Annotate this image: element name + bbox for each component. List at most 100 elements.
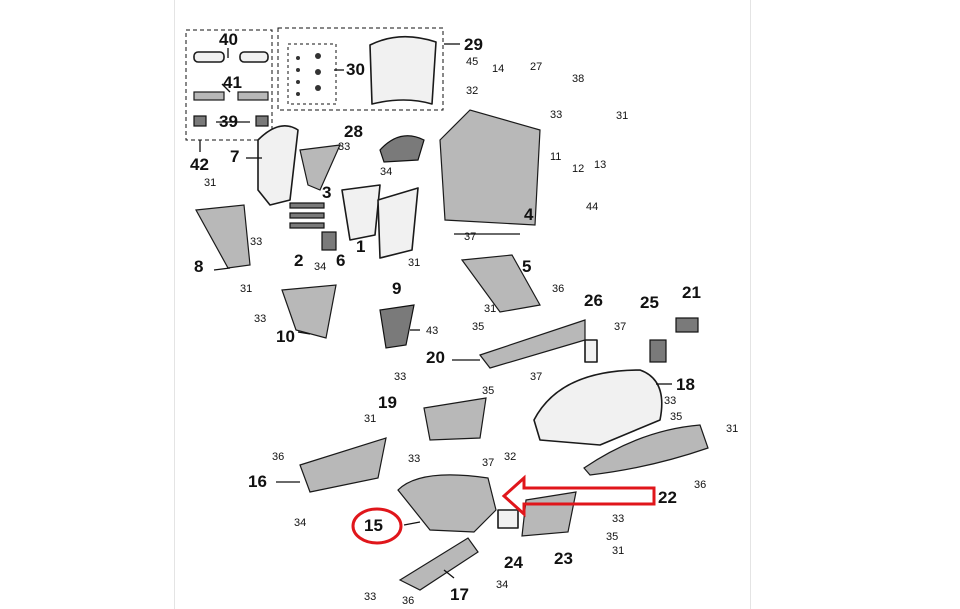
part-19-inner-cover [423, 397, 487, 441]
part-43-duct [379, 304, 415, 349]
label-37b: 37 [614, 321, 626, 333]
part-28-upper-cover [379, 135, 425, 163]
label-4: 4 [524, 205, 534, 224]
part-1-inner-panel [341, 184, 381, 241]
label-35c: 35 [670, 411, 682, 423]
label-31c: 31 [408, 257, 420, 269]
label-28: 28 [344, 122, 363, 141]
label-29: 29 [464, 35, 483, 54]
label-1: 1 [356, 237, 365, 256]
label-36c: 36 [694, 479, 706, 491]
label-33d: 33 [254, 313, 266, 325]
label-18: 18 [676, 375, 695, 394]
label-7: 7 [230, 147, 239, 166]
label-42: 42 [190, 155, 209, 174]
part-26-clip [584, 339, 598, 363]
label-31a: 31 [616, 110, 628, 122]
part-22-rear-cover [583, 424, 709, 476]
label-20: 20 [426, 348, 445, 367]
fastener-numbers: 45 14 27 38 32 33 31 33 34 31 11 12 13 4… [204, 56, 738, 607]
part-29-windscreen [369, 35, 437, 105]
highlight-circle [351, 507, 403, 545]
label-25: 25 [640, 293, 659, 312]
label-43: 43 [426, 325, 438, 337]
part-15-floor-panel [397, 474, 497, 533]
label-37a: 37 [464, 231, 476, 243]
part-9-side-panel [377, 187, 419, 259]
part-24-cap [497, 509, 519, 529]
highlight-arrow [501, 474, 656, 518]
label-38: 38 [572, 73, 584, 85]
label-36b: 36 [272, 451, 284, 463]
part-41-reflectors [193, 91, 269, 101]
inset-box-42 [185, 29, 273, 141]
label-19: 19 [378, 393, 397, 412]
inset-box-30 [287, 43, 337, 105]
part-21-cap [675, 317, 699, 333]
label-13: 13 [594, 159, 606, 171]
label-31f: 31 [726, 423, 738, 435]
label-32a: 32 [466, 85, 478, 97]
part-10-lower-panel [281, 284, 337, 339]
label-39: 39 [219, 112, 238, 131]
label-15: 15 [364, 516, 383, 535]
part-18-underseat-box [533, 369, 663, 446]
part-20-floor-cover [479, 319, 586, 369]
label-33g: 33 [408, 453, 420, 465]
label-37c: 37 [530, 371, 542, 383]
label-33e: 33 [394, 371, 406, 383]
label-37d: 37 [482, 457, 494, 469]
label-11: 11 [550, 151, 561, 163]
part-16-footrest [299, 437, 387, 493]
label-9: 9 [392, 279, 401, 298]
label-30: 30 [346, 60, 365, 79]
label-31e: 31 [484, 303, 496, 315]
label-23: 23 [554, 549, 573, 568]
label-12: 12 [572, 163, 584, 175]
label-16: 16 [248, 472, 267, 491]
label-40: 40 [219, 30, 238, 49]
label-34a: 34 [380, 166, 392, 178]
label-35a: 35 [472, 321, 484, 333]
part-23-side-cover [521, 491, 577, 537]
label-33c: 33 [250, 236, 262, 248]
part-8-side-fairing [195, 204, 251, 269]
label-44: 44 [586, 201, 598, 213]
part-5-glovebox [460, 254, 541, 313]
label-41: 41 [223, 73, 242, 92]
part-2-grille [289, 202, 325, 229]
label-33h: 33 [612, 513, 624, 525]
inset-box-29 [277, 27, 444, 111]
label-33f: 33 [664, 395, 676, 407]
part-numbers: 40 41 39 42 29 30 28 7 3 1 2 6 8 9 5 4 1… [190, 30, 701, 604]
label-34b: 34 [314, 261, 326, 273]
part-40-lenses [193, 51, 269, 63]
part-30-screw-set [296, 53, 321, 96]
label-31h: 31 [612, 545, 624, 557]
label-5: 5 [522, 257, 531, 276]
label-45: 45 [466, 56, 478, 68]
label-8: 8 [194, 257, 203, 276]
part-17-undercover [398, 537, 479, 591]
label-33b: 33 [338, 141, 350, 153]
label-3: 3 [322, 183, 331, 202]
part-3-front-center [299, 144, 341, 191]
label-24: 24 [504, 553, 523, 572]
leader-lines [199, 43, 672, 579]
label-33i: 33 [364, 591, 376, 603]
label-33a: 33 [550, 109, 562, 121]
label-36d: 36 [402, 595, 414, 607]
label-2: 2 [294, 251, 303, 270]
label-21: 21 [682, 283, 701, 302]
label-35b: 35 [482, 385, 494, 397]
label-26: 26 [584, 291, 603, 310]
label-34d: 34 [496, 579, 508, 591]
part-39-clips [193, 115, 269, 127]
label-14: 14 [492, 63, 504, 75]
part-6-bracket [321, 231, 337, 251]
label-31b: 31 [204, 177, 216, 189]
label-34c: 34 [294, 517, 306, 529]
label-22: 22 [658, 488, 677, 507]
label-31d: 31 [240, 283, 252, 295]
